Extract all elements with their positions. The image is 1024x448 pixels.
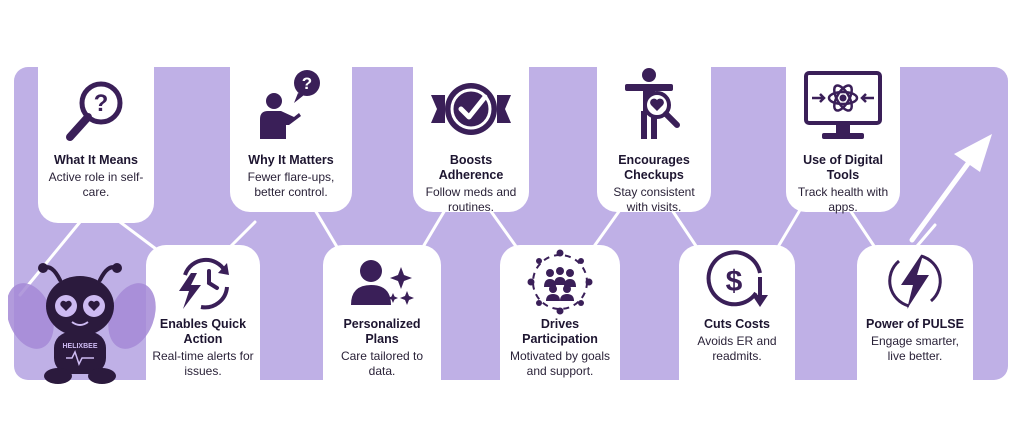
magnifier-question-icon: ? (66, 81, 123, 141)
person-question-icon: ? (260, 70, 320, 139)
person-heart-magnifier-icon (625, 68, 680, 139)
step-card-drives-participation: Drives Participation Motivated by goals … (500, 245, 620, 380)
step-desc: Motivated by goals and support. (509, 349, 611, 378)
lightning-clock-icon (179, 257, 229, 310)
step-title: Boosts Adherence (438, 153, 504, 182)
step-card-cuts-costs: $ Cuts Costs Avoids ER and readmits. (679, 245, 795, 380)
step-desc: Engage smarter, live better. (870, 334, 960, 363)
step-desc: Track health with apps. (797, 185, 889, 214)
dollar-down-icon: $ (706, 250, 768, 307)
step-desc: Avoids ER and readmits. (697, 334, 777, 363)
step-title: Personalized Plans (343, 317, 421, 346)
step-desc: Active role in self-care. (48, 170, 144, 199)
step-card-boosts-adherence: Boosts Adherence Follow meds and routine… (413, 67, 529, 214)
step-desc: Fewer flare-ups, better control. (247, 170, 335, 199)
step-title: Why It Matters (248, 153, 334, 167)
monitor-atom-icon (804, 71, 882, 139)
step-desc: Care tailored to data. (340, 349, 424, 378)
step-title: What It Means (53, 153, 139, 167)
step-desc: Follow meds and routines. (425, 185, 517, 214)
step-title: Cuts Costs (704, 317, 770, 331)
step-title: Power of PULSE (866, 317, 964, 331)
step-card-why-it-matters: ? Why It Matters Fewer flare-ups, better… (230, 67, 352, 212)
step-card-what-it-means: ? What It Means Active role in self-care… (38, 67, 154, 223)
step-title: Encourages Checkups (618, 153, 690, 182)
lightning-circle-icon (888, 254, 942, 309)
step-card-personalized-plans: Personalized Plans Care tailored to data… (323, 245, 441, 380)
step-title: Use of Digital Tools (803, 153, 883, 182)
mascot-badge: HELIXBEE (62, 343, 97, 350)
step-card-use-of-digital-tools: Use of Digital Tools Track health with a… (786, 67, 900, 214)
step-desc: Stay consistent with visits. (613, 185, 695, 214)
check-badge-icon (431, 83, 511, 135)
rising-arrow-icon (909, 134, 992, 243)
step-title: Enables Quick Action (159, 317, 247, 346)
svg-text:?: ? (302, 74, 312, 93)
svg-text:$: $ (726, 265, 743, 298)
svg-text:?: ? (94, 90, 109, 117)
bee-mascot-icon: HELIXBEE (8, 263, 156, 384)
step-desc: Real-time alerts for issues. (152, 349, 254, 378)
step-card-encourages-checkups: Encourages Checkups Stay consistent with… (597, 67, 711, 214)
step-card-power-of-pulse: Power of PULSE Engage smarter, live bett… (857, 245, 973, 380)
step-card-enables-quick-action: Enables Quick Action Real-time alerts fo… (146, 245, 260, 380)
step-title: Drives Participation (522, 317, 598, 346)
group-circle-icon (527, 249, 593, 315)
person-sparkles-icon (351, 260, 414, 305)
